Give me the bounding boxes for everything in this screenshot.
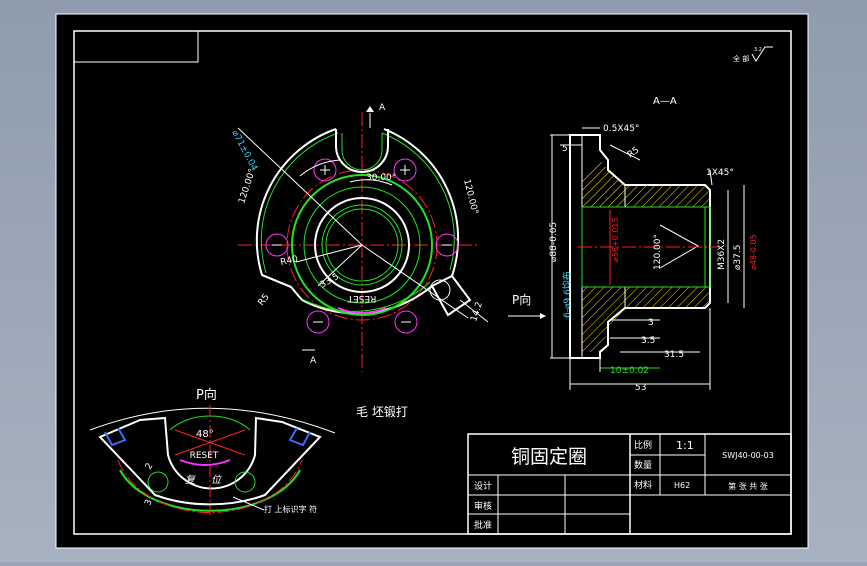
blank-forging-note: 毛 坯锻打 — [356, 405, 408, 419]
roughness-value: 3.2 — [754, 47, 762, 53]
p-view-reset-text: RESET — [190, 451, 219, 461]
title-qty-label: 数量 — [634, 459, 652, 471]
title-sheet-text: 第 张 共 张 — [728, 481, 768, 491]
front-bore-thread — [321, 204, 403, 286]
front-section-mark-top: A — [379, 103, 386, 113]
title-material-label: 材料 — [634, 479, 652, 491]
section-title: A—A — [653, 96, 677, 107]
bolt-hole[interactable] — [393, 158, 417, 182]
front-top-slot-green — [341, 133, 383, 171]
front-bolt-holes — [265, 158, 459, 334]
section-chamfer-right: 1X45° — [706, 168, 734, 178]
section-outline — [569, 134, 711, 359]
title-scale-value: 1:1 — [676, 439, 694, 452]
section-dim-5: 5 — [562, 144, 568, 154]
p-view-note: 打 上标识字 符 — [264, 504, 317, 514]
bolt-hole[interactable] — [306, 310, 330, 334]
section-dim-10: 10±0.02 — [610, 366, 649, 376]
front-top-slot — [335, 129, 389, 173]
front-right-notch-arc — [429, 279, 451, 301]
section-hatch-top — [582, 160, 710, 207]
p-direction-label: P向 — [512, 292, 531, 307]
front-section-mark-bottom: A — [310, 356, 317, 366]
front-reset-text: RESET — [347, 293, 376, 303]
roughness-note: 全 部 3.2 — [733, 46, 773, 63]
bolt-hole[interactable] — [313, 158, 337, 182]
title-part-name: 铜固定圈 — [511, 446, 587, 468]
title-approver-label: 批准 — [474, 519, 492, 531]
p-view-outer-arc — [89, 407, 336, 434]
front-hub-outer — [291, 174, 433, 316]
p-view-char-b: 位 — [211, 474, 222, 486]
p-view-dim-2: 2 — [144, 462, 156, 472]
front-right-notch — [430, 274, 472, 317]
bolt-hole[interactable] — [394, 310, 418, 334]
section-hatch-bottom — [582, 287, 710, 352]
bolt-hole[interactable] — [265, 233, 289, 257]
sheet-border-outer — [55, 13, 809, 549]
section-dim-d56: ⌀56+0.015 — [611, 217, 620, 262]
p-view-red-arc — [117, 459, 303, 513]
corner-label-box — [73, 30, 199, 63]
roughness-note-text: 全 部 — [733, 54, 749, 63]
section-dim-53: 53 — [635, 383, 646, 393]
title-material-value: H62 — [674, 481, 690, 490]
section-dim-3-5: 3.5 — [641, 336, 655, 346]
p-view-body — [98, 416, 322, 506]
front-outer-flange-green — [260, 132, 455, 312]
front-dim-r40: R40 — [280, 254, 300, 268]
p-view[interactable]: P向 RESET 复 位 48° — [89, 387, 336, 515]
front-reset-engraving — [337, 307, 387, 314]
section-view[interactable]: A—A — [508, 96, 758, 393]
section-drill-cone — [659, 224, 700, 269]
bolt-hole[interactable] — [435, 233, 459, 257]
front-hub-ring — [303, 186, 421, 304]
p-view-dim-3: 3 — [143, 498, 154, 507]
p-view-hole-left[interactable] — [147, 471, 169, 493]
front-dim-angle-top: 30.00° — [366, 173, 396, 183]
title-drawing-number: SWJ40-00-03 — [722, 451, 774, 460]
roughness-symbol-icon — [751, 46, 773, 62]
section-dim-31-5: 31.5 — [664, 350, 684, 360]
title-scale-label: 比例 — [634, 439, 652, 451]
section-dim-d37-5: ⌀37.5 — [733, 245, 743, 270]
title-designer-label: 设计 — [474, 480, 492, 492]
p-view-reset-engraving — [179, 459, 231, 466]
front-bore-inner — [325, 208, 399, 282]
front-view[interactable]: RESET ⌀71±0.04 120.00° 120.00° 30.00° R4… — [229, 103, 489, 372]
sheet-border-inner — [73, 30, 792, 535]
p-view-title: P向 — [196, 387, 217, 403]
p-view-hole-right[interactable] — [234, 471, 256, 493]
p-view-char-a: 复 — [185, 474, 196, 486]
front-bore-outer — [314, 197, 410, 293]
title-checker-label: 审核 — [474, 500, 492, 512]
drawing-sheet — [56, 14, 808, 548]
section-chamfer-top: 0.5X45° — [603, 124, 639, 134]
section-holes-note: 6-⌀9.6均布 — [561, 271, 573, 318]
title-block[interactable]: 铜固定圈 比例 1:1 数量 材料 H62 SWJ40-00-03 第 张 共 … — [467, 433, 792, 535]
section-dim-3: 3 — [648, 318, 654, 328]
section-dim-d88: ⌀88-0.05 — [549, 222, 559, 262]
section-dim-thread: M36X2 — [717, 239, 727, 270]
section-dim-angle: 120.00° — [653, 234, 663, 270]
front-left-slot — [261, 274, 303, 301]
section-dim-d48: ⌀48-0.05 — [749, 234, 758, 270]
p-view-dim-angle: 48° — [196, 429, 214, 440]
